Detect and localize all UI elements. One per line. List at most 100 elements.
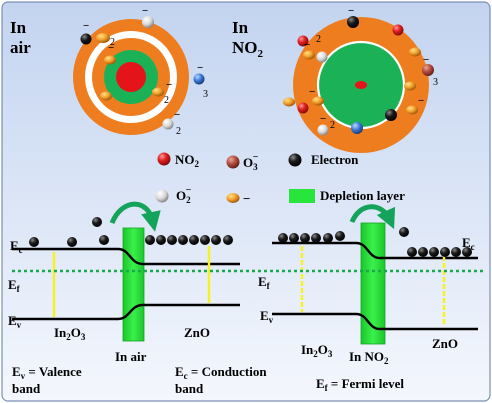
depletion-layer bbox=[122, 227, 145, 342]
electron-icon bbox=[29, 237, 39, 247]
depletion-layer bbox=[360, 222, 386, 345]
in-air-label-line1: In bbox=[10, 18, 27, 37]
band-diagram-in-no2: Ec Ef Ev In2O3 ZnO In NO2 bbox=[258, 204, 478, 366]
svg-text:−: − bbox=[304, 39, 310, 51]
ev-label-right: E bbox=[260, 308, 269, 323]
svg-text:−: − bbox=[174, 109, 180, 121]
ec-label-right: E bbox=[462, 235, 471, 250]
svg-text:2: 2 bbox=[330, 120, 335, 131]
legend-depletion-label: Depletion layer bbox=[320, 188, 405, 203]
svg-text:Ef: Ef bbox=[8, 277, 21, 294]
in-no2-label-line1: In bbox=[232, 18, 249, 37]
svg-text:2: 2 bbox=[176, 126, 181, 137]
electron-icon bbox=[156, 235, 166, 245]
svg-text:Ef = Fermi level: Ef = Fermi level bbox=[316, 376, 404, 393]
svg-text:−: − bbox=[83, 20, 89, 32]
electron-icon bbox=[223, 235, 233, 245]
red-core bbox=[355, 81, 367, 89]
electron-icon bbox=[429, 247, 439, 257]
electron-icon bbox=[311, 233, 321, 243]
electron-transfer-arrow bbox=[349, 204, 396, 230]
legend: NO2 O3− Electron O2− − Depletion layer bbox=[155, 152, 405, 206]
o2-minus-molecule bbox=[162, 118, 174, 130]
svg-text:NO2: NO2 bbox=[175, 152, 200, 169]
legend-o2-icon bbox=[155, 189, 169, 203]
svg-text:2: 2 bbox=[110, 37, 115, 48]
zno-label-left: ZnO bbox=[184, 325, 210, 340]
o2-minus-molecule bbox=[142, 16, 154, 28]
svg-text:Ec: Ec bbox=[10, 238, 23, 255]
o3-minus-molecule bbox=[422, 64, 434, 76]
svg-text:Ev: Ev bbox=[260, 308, 274, 325]
o-minus-ion bbox=[283, 97, 295, 107]
red-core bbox=[116, 62, 146, 92]
electron-icon bbox=[385, 109, 397, 121]
electron-icon bbox=[92, 217, 102, 227]
svg-text:−: − bbox=[166, 79, 172, 91]
electron-icon bbox=[211, 235, 221, 245]
electron-icon bbox=[178, 235, 188, 245]
svg-text:Ef: Ef bbox=[258, 274, 271, 291]
electron-icon bbox=[80, 33, 92, 45]
svg-text:Ev = Valence: Ev = Valence bbox=[12, 364, 82, 381]
electron-icon bbox=[335, 231, 345, 241]
ev-definition: E bbox=[12, 364, 21, 379]
in-air-label-line2: air bbox=[10, 38, 31, 57]
svg-text:−: − bbox=[423, 54, 429, 66]
svg-text:O2−: O2− bbox=[176, 185, 192, 205]
electron-icon bbox=[418, 247, 428, 257]
legend-o3-label: O bbox=[243, 155, 253, 170]
electron-icon bbox=[399, 227, 409, 237]
o-minus-ion bbox=[303, 50, 315, 60]
ec-definition-line2: band bbox=[175, 381, 204, 396]
o2-minus-molecule bbox=[317, 124, 329, 136]
in-no2-band-label: In NO bbox=[349, 349, 384, 364]
in-no2-label-sub: 2 bbox=[258, 48, 264, 60]
ec-label-left: E bbox=[10, 238, 19, 253]
valence-band bbox=[12, 303, 240, 321]
electron-transfer-arrow bbox=[109, 201, 161, 232]
svg-text:3: 3 bbox=[203, 89, 208, 100]
svg-text:Ec: Ec bbox=[462, 235, 475, 252]
legend-electron-label: Electron bbox=[311, 152, 359, 167]
in-no2-label-line2: NO bbox=[232, 38, 258, 57]
in-air-band-label: In air bbox=[115, 349, 147, 364]
svg-text:−: − bbox=[309, 86, 315, 98]
o-minus-ion bbox=[404, 81, 416, 91]
o-minus-ion bbox=[96, 33, 110, 43]
svg-text:−: − bbox=[108, 42, 114, 54]
ef-definition: E bbox=[316, 376, 325, 391]
legend-no2-label: NO bbox=[175, 152, 195, 167]
svg-text:−: − bbox=[197, 62, 203, 74]
no2-molecule bbox=[392, 24, 404, 36]
svg-text:In NO2: In NO2 bbox=[349, 349, 389, 366]
o-minus-ion bbox=[104, 55, 116, 65]
svg-text:Ev: Ev bbox=[8, 313, 22, 330]
svg-text:−: − bbox=[320, 113, 326, 125]
svg-text:NO2: NO2 bbox=[232, 38, 264, 60]
electron-icon bbox=[323, 233, 333, 243]
ec-definition: E bbox=[175, 364, 184, 379]
zno-label-right: ZnO bbox=[432, 336, 458, 351]
definitions: Ev = Valence band Ec = Conduction band E… bbox=[12, 364, 404, 396]
legend-o2-label: O bbox=[176, 188, 186, 203]
electron-icon bbox=[278, 233, 288, 243]
o-minus-ion bbox=[152, 87, 164, 97]
legend-o-minus-label: − bbox=[243, 191, 250, 206]
electron-icon bbox=[67, 237, 77, 247]
svg-text:Ec = Conduction: Ec = Conduction bbox=[175, 364, 267, 381]
svg-text:−: − bbox=[142, 5, 148, 17]
ef-label-right: E bbox=[258, 274, 267, 289]
no2-molecule bbox=[297, 35, 309, 47]
electron-icon bbox=[300, 233, 310, 243]
electron-icon bbox=[167, 235, 177, 245]
in2o3-label-right: In2O3 bbox=[301, 342, 333, 359]
electron-icon bbox=[145, 235, 155, 245]
electron-icon bbox=[99, 235, 109, 245]
electron-icon bbox=[189, 235, 199, 245]
electron-icon bbox=[407, 247, 417, 257]
svg-text:3: 3 bbox=[433, 77, 438, 88]
electron-icon bbox=[347, 16, 359, 28]
no2-molecule bbox=[297, 102, 309, 114]
